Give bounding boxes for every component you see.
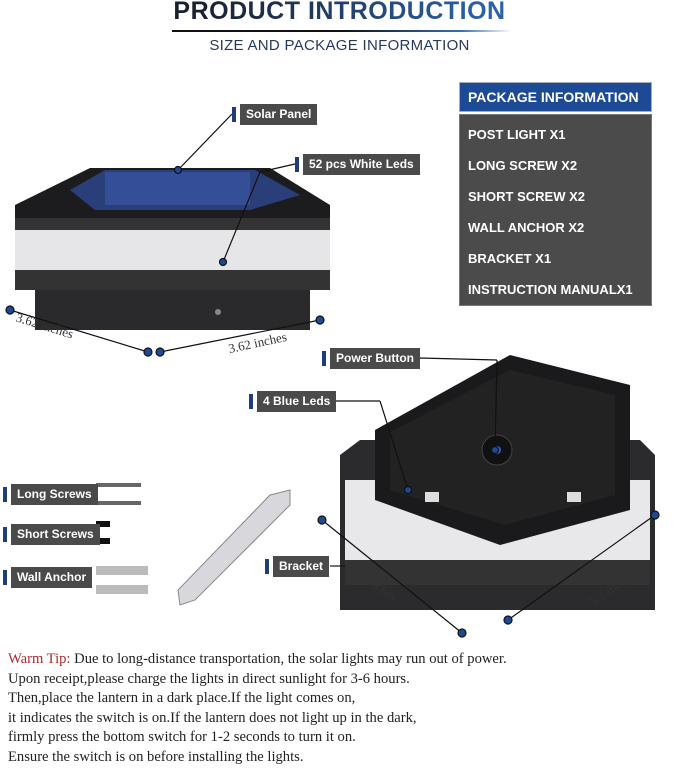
tip-line: Ensure the switch is on before installin… — [8, 748, 304, 765]
package-item: INSTRUCTION MANUALX1 — [468, 282, 633, 297]
title-divider — [172, 30, 512, 32]
callout-blue-leds: 4 Blue Leds — [253, 391, 337, 412]
package-item: POST LIGHT X1 — [468, 127, 566, 142]
callout-long-screws: Long Screws — [7, 484, 98, 505]
package-item: BRACKET X1 — [468, 251, 552, 266]
warm-tip: Warm Tip: Due to long-distance transport… — [8, 650, 507, 768]
package-item: LONG SCREW X2 — [468, 158, 578, 173]
tip-line: it indicates the switch is on.If the lan… — [8, 709, 417, 726]
callout-white-leds: 52 pcs White Leds — [299, 154, 420, 175]
page-title: PRODUCT INTRODUCTION — [0, 0, 679, 26]
tip-line: Upon receipt,please charge the lights in… — [8, 670, 410, 687]
callout-wall-anchor: Wall Anchor — [7, 567, 93, 588]
page-subtitle: SIZE AND PACKAGE INFORMATION — [209, 37, 470, 54]
callout-power-button: Power Button — [326, 348, 420, 369]
package-list: POST LIGHT X1 LONG SCREW X2 SHORT SCREW … — [459, 114, 652, 306]
tip-line: Due to long-distance transportation, the… — [74, 651, 507, 667]
callout-solar-panel: Solar Panel — [236, 104, 318, 125]
callout-short-screws: Short Screws — [7, 524, 100, 545]
package-information-panel: PACKAGE INFORMATION POST LIGHT X1 LONG S… — [459, 82, 652, 306]
package-title: PACKAGE INFORMATION — [459, 82, 652, 112]
package-item: SHORT SCREW X2 — [468, 189, 586, 204]
top-post-light-image — [15, 168, 330, 330]
callout-bracket: Bracket — [269, 556, 330, 577]
accessories-image — [96, 483, 291, 606]
warm-tip-label: Warm Tip: — [8, 651, 71, 667]
package-item: WALL ANCHOR X2 — [468, 220, 585, 235]
callout-lines — [5, 113, 660, 638]
tip-line: firmly press the bottom switch for 1-2 s… — [8, 729, 356, 746]
bottom-post-light-image — [340, 355, 655, 610]
tip-line: Then,place the lantern in a dark place.I… — [8, 690, 356, 707]
